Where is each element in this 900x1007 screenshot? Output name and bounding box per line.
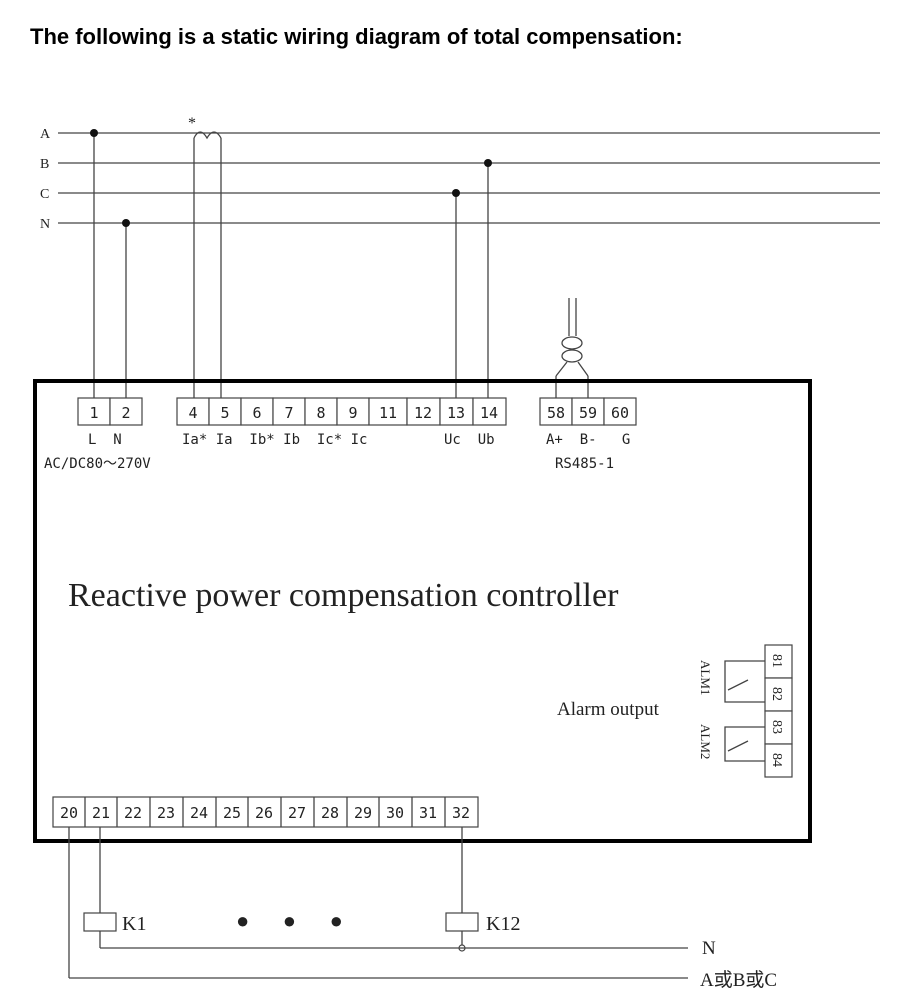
- bottom-terminal-block: 20 21 22 23 24 25 26 27 28 29 30 31 32: [52, 796, 479, 828]
- terminal-32: 32: [452, 804, 470, 822]
- terminal-7: 7: [284, 404, 293, 422]
- alarm-output: Alarm output 81 82 83 84 ALM1 ALM2: [557, 644, 793, 778]
- ellipsis-dots: ● ● ●: [236, 908, 357, 933]
- terminal-24: 24: [190, 804, 208, 822]
- ct-coil: [193, 131, 222, 140]
- terminal-6: 6: [252, 404, 261, 422]
- contactor-k1-label: K1: [122, 913, 146, 935]
- controller-title: Reactive power compensation controller: [68, 577, 619, 614]
- alm1-label: ALM1: [698, 660, 713, 695]
- contactor-k12-label: K12: [486, 913, 520, 935]
- comm-terminal-block: 58 59 60: [539, 397, 637, 426]
- bus-label-c: C: [40, 187, 49, 202]
- terminal-9: 9: [348, 404, 357, 422]
- terminal-23: 23: [157, 804, 175, 822]
- terminal-5: 5: [220, 404, 229, 422]
- junction-c: [452, 189, 460, 197]
- terminal-25: 25: [223, 804, 241, 822]
- junction-a: [90, 129, 98, 137]
- bus-connections: [90, 129, 492, 400]
- contactor-wiring: K1 K12 ● ● ● N A或B或C: [68, 827, 777, 991]
- contactor-k12: [445, 912, 479, 932]
- terminal-4: 4: [188, 404, 197, 422]
- alm2-wire: [724, 726, 765, 762]
- terminal-31: 31: [419, 804, 437, 822]
- terminal-22: 22: [124, 804, 142, 822]
- terminal-2: 2: [121, 404, 130, 422]
- bus-label-a: A: [40, 127, 51, 142]
- current-transformer: *: [188, 115, 222, 400]
- alm1-wire: [724, 660, 765, 703]
- alarm-output-label: Alarm output: [557, 699, 660, 720]
- terminal-84: 84: [769, 753, 784, 767]
- terminal-81: 81: [769, 654, 784, 668]
- terminal-28: 28: [321, 804, 339, 822]
- contactor-k1: [83, 912, 117, 932]
- terminal-60: 60: [611, 404, 629, 422]
- rs485-cable: [555, 298, 589, 400]
- comm-labels: A+ B- G: [546, 432, 630, 448]
- controller-body: [33, 379, 812, 843]
- terminal-20: 20: [60, 804, 78, 822]
- terminal-30: 30: [386, 804, 404, 822]
- terminal-83: 83: [769, 720, 784, 734]
- junction-n: [122, 219, 130, 227]
- bus-label-n: N: [40, 217, 50, 232]
- ct-polarity-star: *: [188, 115, 196, 132]
- current-terminal-block: 4 5 6 7 8 9 11 12 13 14: [176, 397, 507, 426]
- terminal-26: 26: [255, 804, 273, 822]
- power-terminal-block: 1 2: [77, 397, 143, 426]
- terminal-1: 1: [89, 404, 98, 422]
- terminal-11: 11: [379, 404, 397, 422]
- terminal-58: 58: [547, 404, 565, 422]
- alm2-contact: [727, 740, 749, 752]
- terminal-13: 13: [447, 404, 465, 422]
- terminal-29: 29: [354, 804, 372, 822]
- terminal-82: 82: [769, 687, 784, 701]
- power-range-label: AC/DC80～270V: [44, 456, 151, 472]
- current-labels: Ia* Ia Ib* Ib Ic* Ic: [182, 432, 367, 448]
- terminal-59: 59: [579, 404, 597, 422]
- alm2-label: ALM2: [698, 724, 713, 759]
- power-labels: L N: [88, 432, 122, 448]
- terminal-12: 12: [414, 404, 432, 422]
- comm-name-label: RS485-1: [555, 456, 614, 472]
- junction-b: [484, 159, 492, 167]
- voltage-labels: Uc Ub: [444, 432, 495, 448]
- bus-lines: A B C N: [40, 127, 880, 232]
- terminal-8: 8: [316, 404, 325, 422]
- bus-label-b: B: [40, 157, 49, 172]
- output-label-phase: A或B或C: [700, 969, 777, 991]
- alm1-contact: [727, 679, 749, 691]
- terminal-27: 27: [288, 804, 306, 822]
- terminal-21: 21: [92, 804, 110, 822]
- output-label-n: N: [702, 938, 716, 959]
- diagram-heading: The following is a static wiring diagram…: [30, 24, 683, 49]
- terminal-14: 14: [480, 404, 498, 422]
